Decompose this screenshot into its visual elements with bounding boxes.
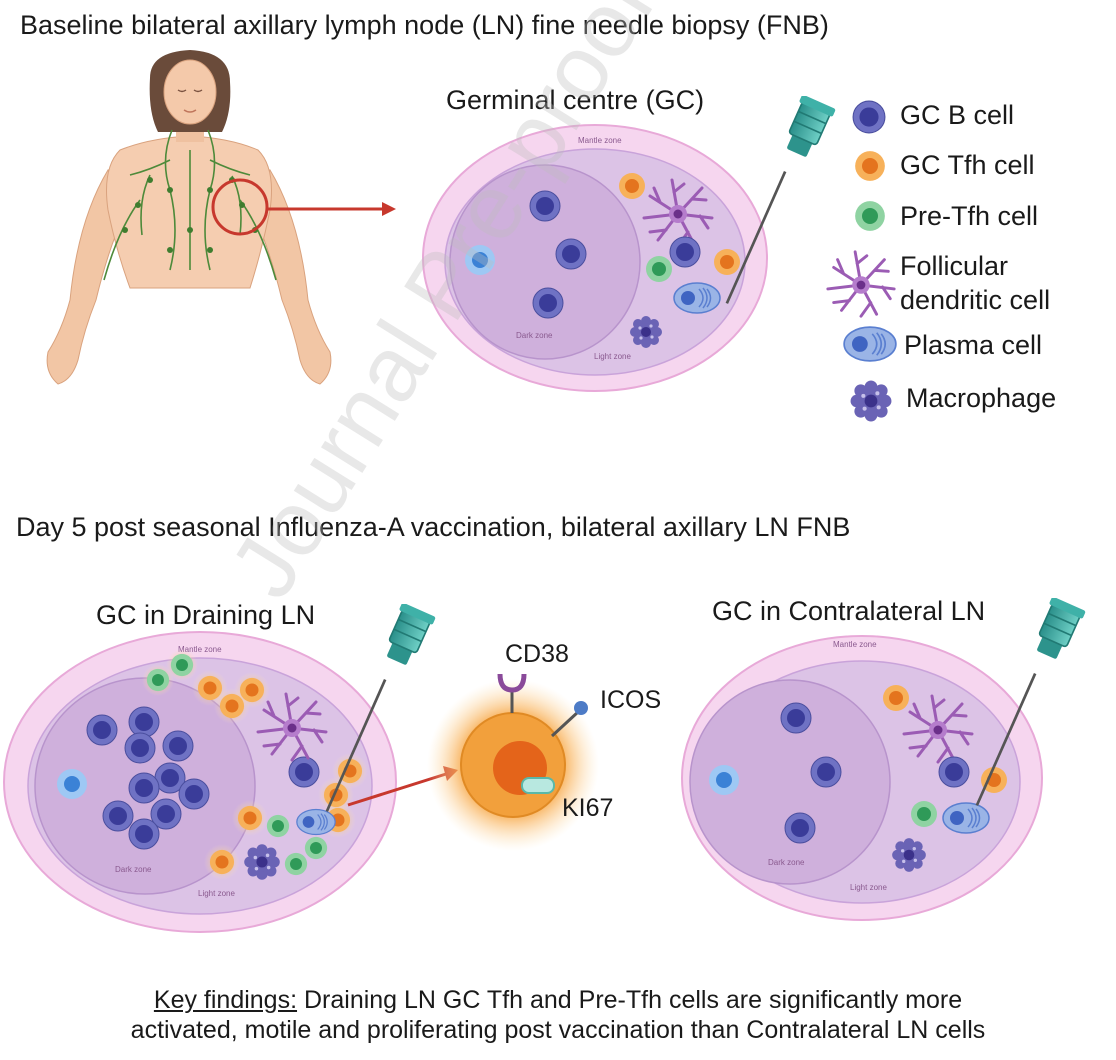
contralateral-ln-germinal-centre: Mantle zone Dark zone Light zone — [681, 598, 1088, 921]
icos-receptor-icon — [574, 701, 588, 715]
human-figure-icon — [46, 50, 332, 385]
legend-gc-tfh-cell: GC Tfh cell — [900, 150, 1035, 180]
axilla-highlight-circle — [211, 178, 269, 236]
legend-gc-b-cell: GC B cell — [900, 100, 1015, 130]
legend-plasma-cell: Plasma cell — [904, 330, 1043, 360]
plasma-cell-icon — [843, 326, 897, 362]
arrow-to-gc-icon — [268, 202, 396, 216]
light-zone-label: Light zone — [594, 352, 631, 361]
draining-gc-title: GC in Draining LN — [96, 600, 316, 630]
key-findings-label: Key findings: — [153, 986, 298, 1014]
legend-macrophage: Macrophage — [906, 383, 1057, 413]
legend-fdc-line2: dendritic cell — [900, 285, 1051, 315]
contralateral-gc-title: GC in Contralateral LN — [712, 596, 986, 626]
cd38-label: CD38 — [505, 640, 569, 668]
dark-zone-label: Dark zone — [516, 331, 553, 340]
svg-text:Light zone: Light zone — [198, 889, 235, 898]
icos-label: ICOS — [600, 686, 662, 714]
key-findings: Key findings: Draining LN GC Tfh and Pre… — [0, 985, 1116, 1045]
baseline-title: Baseline bilateral axillary lymph node (… — [20, 10, 829, 40]
svg-text:Light zone: Light zone — [850, 883, 887, 892]
mantle-zone-label: Mantle zone — [578, 136, 622, 145]
gc-tfh-cell-icon — [855, 151, 885, 181]
svg-text:Dark zone: Dark zone — [115, 865, 152, 874]
draining-ln-germinal-centre: Mantle zone Dark zone Light zone — [3, 604, 438, 933]
key-findings-line2: activated, motile and proliferating post… — [130, 1016, 986, 1044]
legend-icons — [826, 100, 897, 422]
legend-pre-tfh-cell: Pre-Tfh cell — [900, 201, 1039, 231]
cd38-receptor-icon — [497, 673, 527, 693]
svg-text:Mantle zone: Mantle zone — [833, 640, 877, 649]
top-gc-title: Germinal centre (GC) — [446, 85, 705, 115]
ki67-label: KI67 — [562, 794, 614, 822]
svg-text:Mantle zone: Mantle zone — [178, 645, 222, 654]
key-findings-line1: Draining LN GC Tfh and Pre-Tfh cells are… — [297, 986, 963, 1014]
top-germinal-centre: Mantle zone Dark zone Light zone — [422, 96, 838, 392]
follicular-dendritic-cell-icon — [826, 250, 896, 318]
svg-text:Dark zone: Dark zone — [768, 858, 805, 867]
activated-tfh-cell-icon — [427, 673, 599, 851]
ki67-icon — [521, 777, 555, 794]
gc-b-cell-icon — [852, 100, 886, 134]
pre-tfh-cell-icon — [855, 201, 885, 231]
legend-fdc-line1: Follicular — [900, 251, 1009, 281]
day5-title: Day 5 post seasonal Influenza-A vaccinat… — [16, 512, 851, 542]
macrophage-icon — [850, 380, 892, 422]
